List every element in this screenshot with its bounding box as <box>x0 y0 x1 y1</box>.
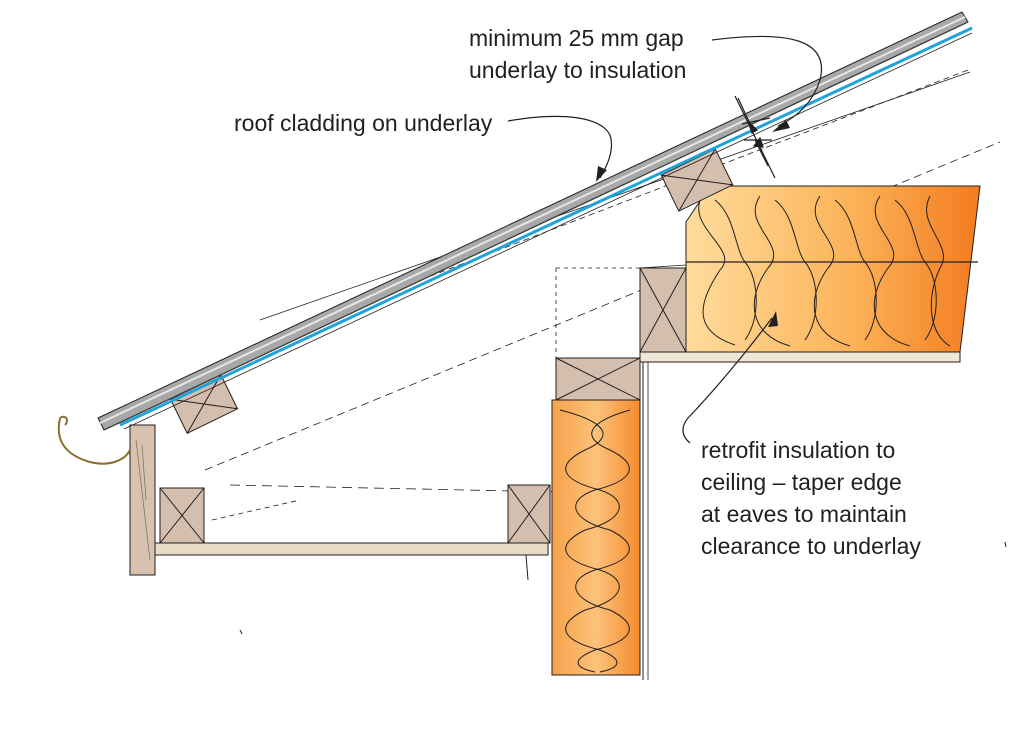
gap-leader <box>711 35 823 127</box>
retrofit-callout-line-2: ceiling – taper edge <box>701 469 902 495</box>
retrofit-callout-line-1: retrofit insulation to <box>701 437 896 463</box>
arrowheads <box>596 120 790 327</box>
cladding-leader <box>507 115 612 179</box>
ceiling-insulation <box>685 185 981 353</box>
gutter <box>57 415 131 465</box>
cladding-callout: roof cladding on underlay <box>234 107 492 139</box>
retrofit-callout-line-4: clearance to underlay <box>701 533 921 559</box>
retrofit-callout-line-3: at eaves to maintain <box>701 501 907 527</box>
roof-cladding <box>97 11 969 431</box>
gap-callout-line-2: underlay to insulation <box>469 57 687 83</box>
soffit-lining <box>142 542 549 581</box>
retrofit-leader <box>682 317 773 444</box>
fascia-board <box>129 424 156 576</box>
gap-arrowhead <box>772 120 790 132</box>
retrofit-callout: retrofit insulation to ceiling – taper e… <box>701 434 921 562</box>
stray-marks <box>239 541 1007 635</box>
cladding-callout-line-1: roof cladding on underlay <box>234 110 493 136</box>
gap-callout-line-1: minimum 25 mm gap <box>469 25 684 51</box>
timber-blocks <box>159 148 734 544</box>
gap-dimension <box>734 95 776 179</box>
cladding-arrowhead <box>596 166 607 182</box>
leader-lines <box>507 35 823 444</box>
gap-callout: minimum 25 mm gap underlay to insulation <box>469 22 686 86</box>
roof-underlay <box>119 26 973 430</box>
wall-insulation <box>551 362 649 680</box>
ceiling-lining <box>639 351 961 363</box>
retrofit-arrowhead <box>768 311 778 327</box>
